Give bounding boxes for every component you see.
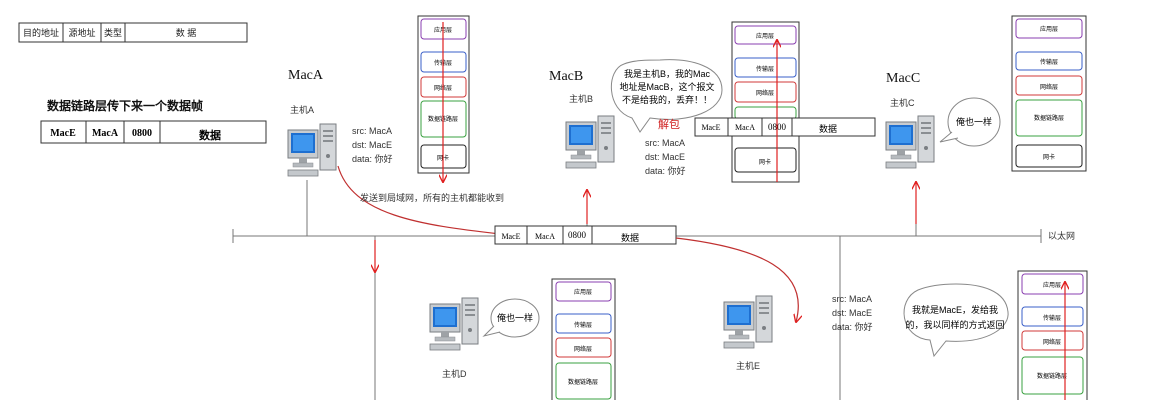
host-a: MacA 主机A src: MacA dst: MacE data: 你好 <box>287 68 393 177</box>
host-e-bubble-line-2: 的，我以同样的方式返回 <box>905 319 1004 330</box>
host-a-send-curve <box>337 165 501 235</box>
host-b-mac: MacB <box>549 69 583 84</box>
bus-frame: MacE MacA 0800 数据 <box>494 225 677 245</box>
host-d-transport-layer: 传输层 <box>574 321 592 329</box>
host-b-frame-src: MacA <box>735 123 755 132</box>
bus-frame-src: MacA <box>535 232 555 241</box>
host-b-bubble-line-1: 我是主机B，我的Mac <box>624 68 711 79</box>
host-e-bubble-line-1: 我就是MacE，发给我 <box>912 304 998 315</box>
host-c-stack: 应用层 传输层 网络层 数据链路层 网卡 <box>1011 15 1087 172</box>
host-b-network-layer: 网络层 <box>756 89 774 97</box>
host-b-bubble-line-2: 地址是MacB，这个报文 <box>619 81 714 92</box>
host-d-stack: 应用层 传输层 网络层 数据链路层 <box>551 278 616 400</box>
host-e: 主机E src: MacA dst: MacE data: 你好 我就是MacE… <box>675 237 1009 371</box>
host-a-computer-icon <box>287 123 337 177</box>
frame-data: 数据 <box>199 128 221 142</box>
host-e-app-layer: 应用层 <box>1043 281 1061 289</box>
host-d-datalink-layer: 数据链路层 <box>568 378 598 386</box>
header-data-cell: 数 据 <box>176 27 197 38</box>
host-a-mac: MacA <box>288 68 324 83</box>
host-a-dst: dst: MacE <box>352 140 392 150</box>
header-dst-cell: 目的地址 <box>23 27 59 38</box>
host-a-name: 主机A <box>290 104 314 115</box>
host-b-frame <box>694 117 876 137</box>
host-e-stack: 应用层 传输层 网络层 数据链路层 <box>1017 270 1088 400</box>
host-c-nic-layer: 网卡 <box>1043 153 1055 161</box>
header-type-cell: 类型 <box>104 27 122 38</box>
host-e-transport-layer: 传输层 <box>1043 314 1061 322</box>
host-c-datalink-layer: 数据链路层 <box>1034 114 1064 122</box>
host-d-app-layer: 应用层 <box>574 288 592 296</box>
host-b-computer-icon <box>565 115 615 169</box>
bus-frame-data: 数据 <box>621 232 639 243</box>
bus-frame-dst: MacE <box>501 232 520 241</box>
header-src-cell: 源地址 <box>68 27 95 38</box>
host-b-dst: dst: MacE <box>645 152 685 162</box>
host-c-name: 主机C <box>890 97 915 108</box>
frame-dst: MacE <box>50 128 76 139</box>
host-e-bubble <box>903 283 1009 358</box>
host-d-name: 主机D <box>442 368 467 379</box>
header-table: 目的地址 源地址 类型 数 据 <box>18 22 248 43</box>
host-d-network-layer: 网络层 <box>574 345 592 353</box>
host-b-src: src: MacA <box>645 138 685 148</box>
host-d-bubble <box>490 298 540 338</box>
frame-src: MacA <box>92 128 119 139</box>
host-c-bubble <box>947 97 1001 147</box>
host-a-src: src: MacA <box>352 126 392 136</box>
host-b-name: 主机B <box>569 93 593 104</box>
host-d: 俺也一样 主机D <box>375 240 540 379</box>
host-e-receive-curve <box>675 237 798 322</box>
host-c-network-layer: 网络层 <box>1040 83 1058 91</box>
host-e-src: src: MacA <box>832 294 872 304</box>
host-b-nic-layer: 网卡 <box>759 158 771 166</box>
host-b-data: data: 你好 <box>645 165 686 176</box>
host-b-transport-layer: 传输层 <box>756 65 774 73</box>
host-b-bubble <box>611 59 723 133</box>
host-e-network-layer: 网络层 <box>1043 338 1061 346</box>
host-b-frame-dst: MacE <box>701 123 720 132</box>
unpack-label: 解包 <box>658 117 680 131</box>
host-c-computer-icon <box>885 115 935 169</box>
host-c-mac: MacC <box>886 71 920 86</box>
host-b: MacB 主机B 我是主机B，我的Mac 地址是MacB，这个报文 不是给我的，… <box>549 59 723 224</box>
host-c-transport-layer: 传输层 <box>1040 58 1058 66</box>
host-e-name: 主机E <box>736 360 760 371</box>
frame-caption: 数据链路层传下来一个数据帧 <box>47 98 203 113</box>
bus-frame-type: 0800 <box>568 230 587 240</box>
host-a-data: data: 你好 <box>352 153 393 164</box>
host-e-data: data: 你好 <box>832 321 873 332</box>
host-c: MacC 主机C 俺也一样 <box>885 71 1001 224</box>
host-d-computer-icon <box>429 297 479 351</box>
host-b-frame-data: 数据 <box>819 123 837 134</box>
host-c-app-layer: 应用层 <box>1040 25 1058 33</box>
host-e-dst: dst: MacE <box>832 308 872 318</box>
host-a-stack: 应用层 传输层 网络层 数据链路层 网卡 <box>417 15 470 182</box>
host-c-bubble-text: 俺也一样 <box>956 116 992 127</box>
host-e-datalink-layer: 数据链路层 <box>1037 372 1067 380</box>
frame-type: 0800 <box>132 128 152 139</box>
host-b-bubble-line-3: 不是给我的，丢弃！！ <box>622 94 712 105</box>
ethernet-label: 以太网 <box>1048 230 1075 241</box>
broadcast-label: 发送到局域网，所有的主机都能收到 <box>360 192 504 203</box>
main-frame: MacE MacA 0800 数据 <box>40 120 267 144</box>
host-e-computer-icon <box>723 295 773 349</box>
host-b-app-layer: 应用层 <box>756 32 774 40</box>
host-b-stack: 应用层 传输层 网络层 网卡 MacE MacA 0800 数据 <box>694 21 876 183</box>
host-d-bubble-text: 俺也一样 <box>497 312 533 323</box>
